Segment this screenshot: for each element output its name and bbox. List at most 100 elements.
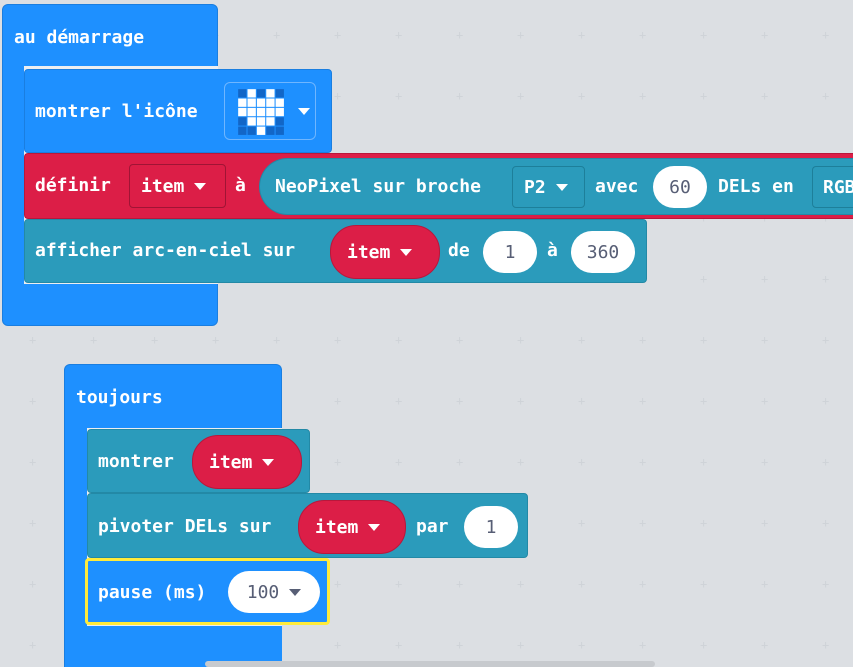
set-variable-block[interactable]: définir item à NeoPixel sur broche P2 av… [24, 153, 853, 219]
grid-cross: + [334, 394, 342, 408]
grid-cross: + [578, 638, 586, 652]
grid-cross: + [395, 333, 403, 347]
icon-picker[interactable] [224, 82, 316, 140]
forever-c-footer [87, 626, 282, 667]
on-start-label: au démarrage [14, 27, 145, 48]
grid-cross: + [578, 89, 586, 103]
set-var-name: item [141, 175, 185, 197]
grid-cross: + [456, 333, 464, 347]
chevron-down-icon [194, 182, 207, 190]
grid-cross: + [700, 89, 708, 103]
pin-value: P2 [524, 176, 546, 198]
grid-cross: + [395, 577, 403, 591]
show-var-name: item [209, 451, 253, 473]
grid-cross: + [517, 394, 525, 408]
chevron-down-icon [555, 183, 568, 191]
grid-cross: + [761, 28, 769, 42]
neopixel-create-block[interactable]: NeoPixel sur broche P2 avec 60 DELs en R… [259, 158, 853, 215]
grid-cross: + [700, 455, 708, 469]
rotate-leds-block[interactable]: pivoter DELs sur item par 1 [87, 493, 528, 558]
grid-cross: + [639, 89, 647, 103]
grid-cross: + [639, 28, 647, 42]
grid-cross: + [578, 333, 586, 347]
chevron-down-icon [289, 588, 302, 596]
grid-cross: + [29, 394, 37, 408]
show-var-dropdown[interactable]: item [192, 435, 302, 489]
horizontal-scrollbar[interactable] [205, 661, 655, 667]
show-icon-label: montrer l'icône [35, 101, 198, 122]
grid-cross: + [578, 28, 586, 42]
grid-cross: + [578, 455, 586, 469]
show-icon-block[interactable]: montrer l'icône [24, 69, 332, 153]
pause-dropdown[interactable]: 100 [228, 571, 320, 613]
rotate-label: pivoter DELs sur [98, 516, 272, 537]
set-label: définir [35, 175, 111, 196]
rotate-by-value: 1 [485, 516, 497, 538]
grid-cross: + [517, 638, 525, 652]
grid-cross: + [212, 333, 220, 347]
grid-cross: + [456, 89, 464, 103]
grid-cross: + [761, 89, 769, 103]
chevron-down-icon [298, 107, 310, 115]
to-input[interactable]: 360 [571, 231, 635, 273]
grid-cross: + [456, 577, 464, 591]
grid-cross: + [395, 394, 403, 408]
rainbow-var-name: item [347, 241, 391, 263]
by-label: par [416, 516, 449, 537]
grid-cross: + [822, 28, 830, 42]
grid-cross: + [29, 333, 37, 347]
grid-cross: + [334, 455, 342, 469]
grid-cross: + [334, 577, 342, 591]
grid-cross: + [639, 455, 647, 469]
neopixel-label: NeoPixel sur broche [275, 176, 481, 197]
grid-cross: + [700, 638, 708, 652]
grid-cross: + [395, 455, 403, 469]
grid-cross: + [639, 333, 647, 347]
mode-dropdown[interactable]: RGB [812, 166, 853, 208]
grid-cross: + [761, 333, 769, 347]
with-label: avec [595, 176, 639, 197]
grid-cross: + [822, 333, 830, 347]
grid-cross: + [456, 394, 464, 408]
grid-cross: + [700, 394, 708, 408]
rotate-var-name: item [315, 516, 359, 538]
pin-dropdown[interactable]: P2 [512, 166, 585, 208]
led-count-input[interactable]: 60 [653, 166, 707, 208]
grid-cross: + [761, 516, 769, 530]
forever-label: toujours [76, 387, 163, 408]
to-value: 360 [586, 241, 620, 263]
from-label: de [448, 240, 470, 261]
grid-cross: + [29, 638, 37, 652]
grid-cross: + [639, 638, 647, 652]
grid-cross: + [639, 394, 647, 408]
show-strip-block[interactable]: montrer item [87, 429, 310, 493]
set-var-dropdown[interactable]: item [129, 164, 226, 208]
pause-block[interactable]: pause (ms) 100 [85, 558, 330, 625]
led-count-value: 60 [669, 176, 691, 198]
grid-cross: + [700, 333, 708, 347]
grid-cross: + [822, 638, 830, 652]
rotate-by-input[interactable]: 1 [464, 506, 518, 548]
grid-cross: + [822, 89, 830, 103]
grid-cross: + [395, 89, 403, 103]
chevron-down-icon [262, 458, 275, 466]
grid-cross: + [761, 455, 769, 469]
grid-cross: + [334, 333, 342, 347]
grid-cross: + [517, 333, 525, 347]
grid-cross: + [822, 516, 830, 530]
grid-cross: + [517, 28, 525, 42]
grid-cross: + [761, 394, 769, 408]
grid-cross: + [29, 516, 37, 530]
grid-cross: + [151, 333, 159, 347]
grid-cross: + [456, 455, 464, 469]
grid-cross: + [639, 577, 647, 591]
rainbow-var-dropdown[interactable]: item [330, 225, 440, 279]
grid-cross: + [578, 516, 586, 530]
show-rainbow-block[interactable]: afficher arc-en-ciel sur item de 1 à 360 [24, 219, 647, 283]
show-label: montrer [98, 451, 174, 472]
from-input[interactable]: 1 [483, 231, 537, 273]
rotate-var-dropdown[interactable]: item [298, 500, 406, 554]
grid-cross: + [29, 455, 37, 469]
grid-cross: + [517, 455, 525, 469]
grid-cross: + [761, 272, 769, 286]
